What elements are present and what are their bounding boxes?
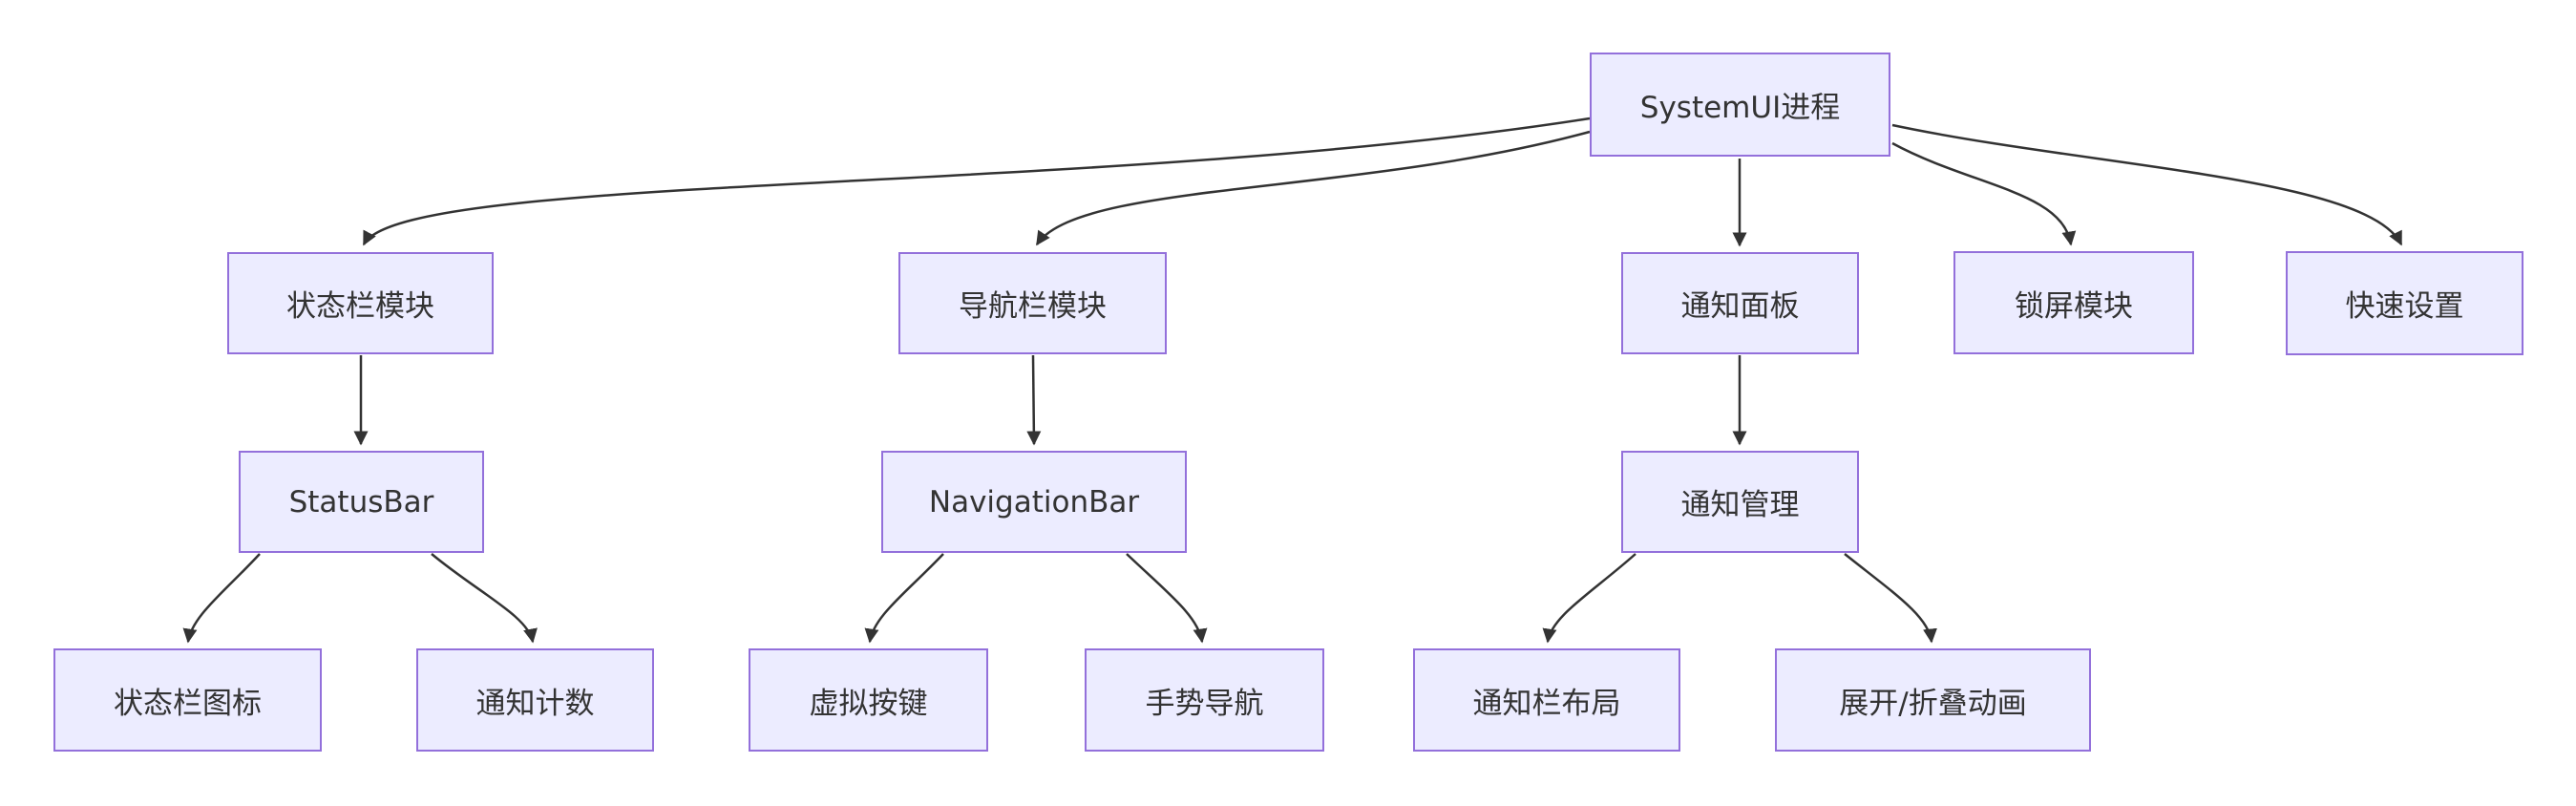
edge-navigationbar-gesture-nav [1126,553,1208,644]
node-label: 快速设置 [2345,289,2464,324]
node-label: 状态栏模块 [286,289,434,324]
edge-statusbar-notification-count [431,553,538,644]
edge-navigationbar-virtual-keys [864,553,944,644]
edge-navbar-module-navigationbar [1026,354,1042,446]
edge-systemui-statusbar-module [362,117,1591,246]
node-notification-count: 通知计数 [416,648,654,752]
node-label: NavigationBar [928,484,1140,520]
node-label: 展开/折叠动画 [1839,686,2027,721]
node-navbar-module: 导航栏模块 [898,252,1167,354]
node-expand-collapse-animation: 展开/折叠动画 [1775,648,2091,752]
node-label: 通知面板 [1680,289,1800,324]
node-lockscreen-module: 锁屏模块 [1953,251,2194,354]
node-label: 手势导航 [1145,686,1264,721]
node-label: 导航栏模块 [959,289,1107,324]
node-label: 锁屏模块 [2015,288,2133,324]
node-statusbar-module: 状态栏模块 [227,252,494,354]
node-label: 通知栏布局 [1472,686,1621,721]
node-label: 虚拟按键 [809,686,928,721]
node-notification-panel: 通知面板 [1621,252,1859,354]
node-virtual-keys: 虚拟按键 [749,648,988,752]
node-notification-layout: 通知栏布局 [1413,648,1680,752]
node-label: 通知计数 [475,686,595,721]
node-systemui-process: SystemUI进程 [1590,53,1890,157]
node-navigationbar: NavigationBar [881,451,1187,553]
node-label: 状态栏图标 [114,686,262,721]
edge-notification-management-expand-collapse [1844,553,1937,644]
node-statusbar: StatusBar [239,451,484,553]
edge-systemui-navbar-module [1035,130,1591,246]
edge-systemui-lockscreen-module [1891,141,2077,246]
node-quick-settings: 快速设置 [2286,251,2523,355]
node-label: StatusBar [288,484,434,520]
node-notification-management: 通知管理 [1621,451,1859,553]
node-statusbar-icons: 状态栏图标 [53,648,322,752]
edge-statusbar-statusbar-icons [182,553,261,644]
edge-systemui-quick-settings [1891,123,2403,246]
node-label: SystemUI进程 [1639,91,1841,125]
edge-notification-management-notification-layout [1542,553,1636,644]
node-label: 通知管理 [1680,488,1800,522]
node-gesture-nav: 手势导航 [1085,648,1324,752]
